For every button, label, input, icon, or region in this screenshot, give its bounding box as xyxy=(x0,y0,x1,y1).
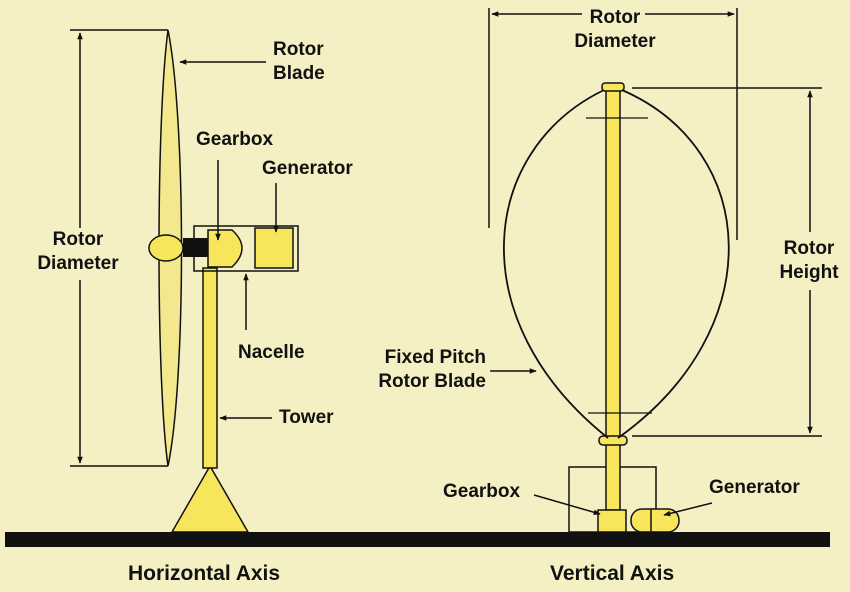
hawt-shaft xyxy=(183,238,209,257)
vawt-gearbox-label: Gearbox xyxy=(443,481,521,502)
hawt-hub xyxy=(148,234,184,262)
ground-line xyxy=(5,532,830,547)
hawt-generator xyxy=(254,227,294,269)
hawt-generator-label: Generator xyxy=(262,158,353,179)
vawt-generator-label: Generator xyxy=(709,477,800,498)
vawt-generator-pointer xyxy=(663,502,713,517)
vawt-mast xyxy=(605,87,621,441)
hawt-gearbox xyxy=(207,229,243,268)
vawt-lower-bearing xyxy=(598,435,628,446)
vawt-gearbox xyxy=(597,509,627,533)
hawt-gearbox-label: Gearbox xyxy=(196,129,274,150)
vawt-caption: Vertical Axis xyxy=(550,562,675,585)
hawt-rotor-blade-label: Rotor Blade xyxy=(273,39,325,84)
vawt-blade-right xyxy=(617,89,730,439)
vawt-blade-left xyxy=(503,89,609,439)
hawt-tower xyxy=(202,267,218,469)
vawt-gearbox-pointer xyxy=(533,494,601,515)
hawt-caption: Horizontal Axis xyxy=(128,562,281,585)
vawt-lower-shaft xyxy=(605,437,621,511)
hawt-tower-label: Tower xyxy=(279,407,334,428)
vawt-rotor-diameter-label: Rotor Diameter xyxy=(574,7,656,52)
hawt-nacelle-label: Nacelle xyxy=(238,342,305,363)
vawt-top-cap xyxy=(601,82,625,92)
vawt-fixed-pitch-label: Fixed Pitch Rotor Blade xyxy=(378,347,486,392)
vawt-rotor-height-label: Rotor Height xyxy=(779,238,839,283)
hawt-tower-base xyxy=(170,464,250,533)
hawt-rotor-diameter-label: Rotor Diameter xyxy=(37,229,119,274)
